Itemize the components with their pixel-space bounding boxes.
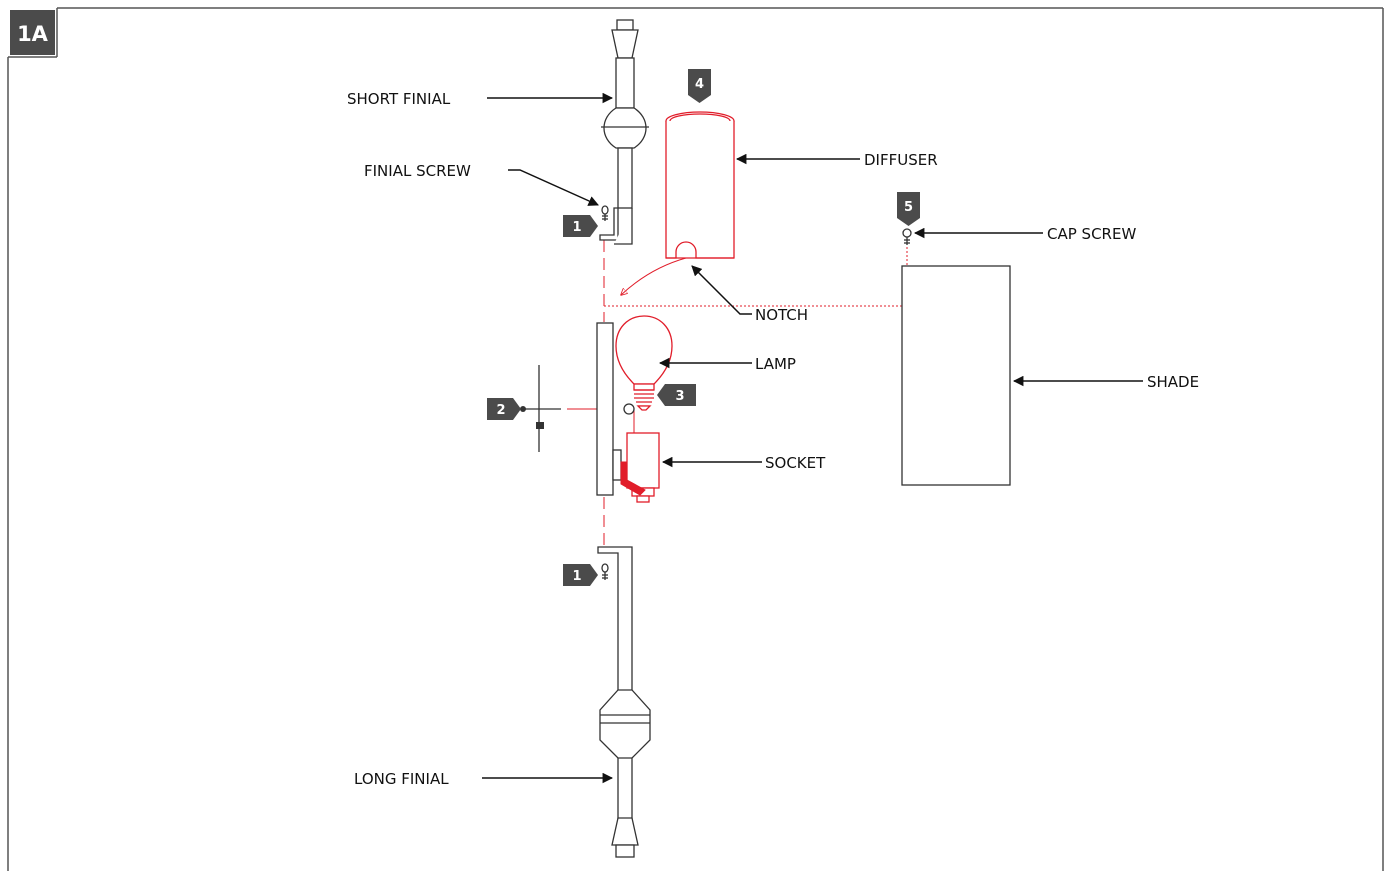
cap-screw xyxy=(902,228,912,245)
leader-finial-screw xyxy=(508,169,599,206)
finial-screw-bottom xyxy=(601,563,609,580)
figure-badge-text: 1A xyxy=(17,22,49,46)
step-tag-cap-screw: 5 xyxy=(897,192,920,226)
figure-badge: 1A xyxy=(10,10,55,55)
step-tag-finial-screw-top-text: 1 xyxy=(572,220,581,235)
label-long-finial: LONG FINIAL xyxy=(354,770,449,788)
socket xyxy=(620,432,660,503)
mounting-bracket xyxy=(520,365,561,452)
lamp-bulb xyxy=(615,315,673,411)
leader-lines xyxy=(482,92,1143,784)
step-tag-mounting-bracket: 2 xyxy=(487,398,521,420)
labels: SHORT FINIAL FINIAL SCREW DIFFUSER CAP S… xyxy=(347,90,1199,788)
step-tag-diffuser-text: 4 xyxy=(695,77,704,92)
figure-frame xyxy=(7,7,1384,871)
label-notch: NOTCH xyxy=(755,306,808,324)
step-tag-lamp: 3 xyxy=(657,384,696,406)
finial-screw-top xyxy=(601,205,609,221)
long-finial xyxy=(597,546,651,858)
shade xyxy=(901,265,1011,486)
label-socket: SOCKET xyxy=(765,454,826,472)
step-tag-mounting-bracket-text: 2 xyxy=(496,403,505,418)
label-cap-screw: CAP SCREW xyxy=(1047,225,1136,243)
diffuser xyxy=(665,111,735,259)
step-tag-cap-screw-text: 5 xyxy=(904,200,913,215)
step-tag-finial-screw-top: 1 xyxy=(563,215,598,237)
backplate xyxy=(596,322,635,496)
step-tag-finial-screw-bottom-text: 1 xyxy=(572,569,581,584)
label-lamp: LAMP xyxy=(755,355,796,373)
alignment-guides xyxy=(567,240,908,548)
short-finial xyxy=(599,19,649,245)
step-tag-lamp-text: 3 xyxy=(675,389,684,404)
label-shade: SHADE xyxy=(1147,373,1199,391)
step-tag-diffuser: 4 xyxy=(688,69,711,103)
label-finial-screw: FINIAL SCREW xyxy=(364,162,471,180)
label-short-finial: SHORT FINIAL xyxy=(347,90,451,108)
label-diffuser: DIFFUSER xyxy=(864,151,938,169)
leader-notch xyxy=(691,265,752,315)
step-tag-finial-screw-bottom: 1 xyxy=(563,564,598,586)
